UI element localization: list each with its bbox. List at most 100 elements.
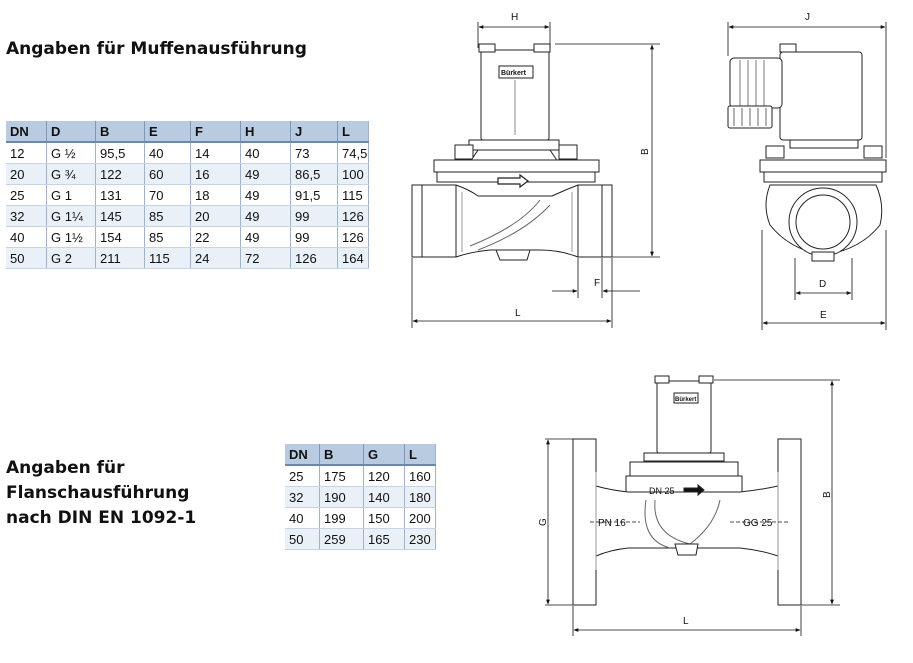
cell: 50 <box>6 247 47 269</box>
col-header: B <box>95 121 145 143</box>
flansch-table: DN B G L 25 175 120 160 32 190 140 180 4… <box>285 444 436 550</box>
muffen-table: DN D B E F H J L 12 G ½ 95,5 40 14 40 73… <box>6 121 369 269</box>
cell: G 1 <box>46 184 96 206</box>
col-header: L <box>337 121 369 143</box>
cell: 211 <box>95 247 145 269</box>
dim-label-d: D <box>819 279 826 290</box>
cell: 91,5 <box>290 184 338 206</box>
front-dimensions <box>411 22 660 328</box>
cell: 150 <box>363 507 405 529</box>
heading-flansch-line: Flanschausführung <box>6 483 190 503</box>
cell: 49 <box>240 226 291 248</box>
cell: 100 <box>337 163 369 185</box>
col-header: H <box>240 121 291 143</box>
dim-label-b-flange: B <box>822 491 833 498</box>
cell: 99 <box>290 205 338 227</box>
cell: 95,5 <box>95 142 145 164</box>
cell: 14 <box>190 142 241 164</box>
cell: 49 <box>240 163 291 185</box>
label-dn: DN 25 <box>649 486 675 496</box>
table-row: 12 G ½ 95,5 40 14 40 73 74,5 <box>6 142 369 164</box>
cell: 40 <box>285 507 320 529</box>
cell: 164 <box>337 247 369 269</box>
cell: 32 <box>285 486 320 508</box>
dim-label-g: G <box>538 518 549 526</box>
col-header: F <box>190 121 241 143</box>
cell: 99 <box>290 226 338 248</box>
cell: 18 <box>190 184 241 206</box>
cell: 24 <box>190 247 241 269</box>
flange-dimensions <box>545 379 840 636</box>
cell: 131 <box>95 184 145 206</box>
table-row: 20 G ¾ 122 60 16 49 86,5 100 <box>6 163 369 185</box>
col-header: L <box>404 444 436 466</box>
cell: 126 <box>337 205 369 227</box>
dim-label-l-flange: L <box>683 616 689 627</box>
cell: G ½ <box>46 142 96 164</box>
heading-flansch-line: nach DIN EN 1092-1 <box>6 508 197 528</box>
dim-label-l: L <box>515 308 521 319</box>
cell: 12 <box>6 142 47 164</box>
table-row: 40 199 150 200 <box>285 507 436 529</box>
dim-label-e: E <box>820 310 827 321</box>
table-row: 25 G 1 131 70 18 49 91,5 115 <box>6 184 369 206</box>
flange-labels: G B L DN 25 PN 16 GG 25 <box>538 486 833 627</box>
col-header: DN <box>285 444 320 466</box>
cell: 25 <box>6 184 47 206</box>
heading-muffen: Angaben für Muffenausführung <box>6 39 307 59</box>
heading-flansch: Angaben für Flanschausführung nach DIN E… <box>6 456 196 531</box>
cell: 73 <box>290 142 338 164</box>
flange-view-drawing <box>572 375 802 606</box>
col-header: G <box>363 444 405 466</box>
cell: 40 <box>240 142 291 164</box>
col-header: D <box>46 121 96 143</box>
cell: 120 <box>363 465 405 487</box>
cell: 60 <box>144 163 191 185</box>
table-row: 50 259 165 230 <box>285 528 436 550</box>
table-header-row: DN D B E F H J L <box>6 121 369 143</box>
cell: G 1¼ <box>46 205 96 227</box>
cell: 230 <box>404 528 436 550</box>
table-row: 25 175 120 160 <box>285 465 436 487</box>
cell: 175 <box>319 465 364 487</box>
heading-flansch-line: Angaben für <box>6 458 125 478</box>
cell: 22 <box>190 226 241 248</box>
dim-label-b: B <box>640 148 651 155</box>
cell: 199 <box>319 507 364 529</box>
cell: 74,5 <box>337 142 369 164</box>
front-dim-labels: H B F L <box>511 12 651 319</box>
side-dim-labels: J D E <box>805 12 827 321</box>
cell: 160 <box>404 465 436 487</box>
cell: 85 <box>144 205 191 227</box>
table-row: 32 190 140 180 <box>285 486 436 508</box>
cell: 49 <box>240 184 291 206</box>
col-header: B <box>319 444 364 466</box>
cell: G ¾ <box>46 163 96 185</box>
cell: 20 <box>190 205 241 227</box>
cell: 85 <box>144 226 191 248</box>
cell: 200 <box>404 507 436 529</box>
cell: 122 <box>95 163 145 185</box>
cell: 50 <box>285 528 320 550</box>
cell: G 1½ <box>46 226 96 248</box>
cell: 259 <box>319 528 364 550</box>
cell: 165 <box>363 528 405 550</box>
col-header: E <box>144 121 191 143</box>
cell: 190 <box>319 486 364 508</box>
dim-label-f: F <box>594 278 600 289</box>
table-row: 40 G 1½ 154 85 22 49 99 126 <box>6 226 369 248</box>
cell: 40 <box>6 226 47 248</box>
col-header: DN <box>6 121 47 143</box>
cell: 115 <box>144 247 191 269</box>
cell: G 2 <box>46 247 96 269</box>
front-view-drawing <box>411 43 613 261</box>
cell: 70 <box>144 184 191 206</box>
cell: 25 <box>285 465 320 487</box>
cell: 16 <box>190 163 241 185</box>
cell: 20 <box>6 163 47 185</box>
label-gg: GG 25 <box>743 518 773 529</box>
brand-label-flange: Bürkert <box>675 397 696 403</box>
cell: 32 <box>6 205 47 227</box>
cell: 49 <box>240 205 291 227</box>
cell: 154 <box>95 226 145 248</box>
